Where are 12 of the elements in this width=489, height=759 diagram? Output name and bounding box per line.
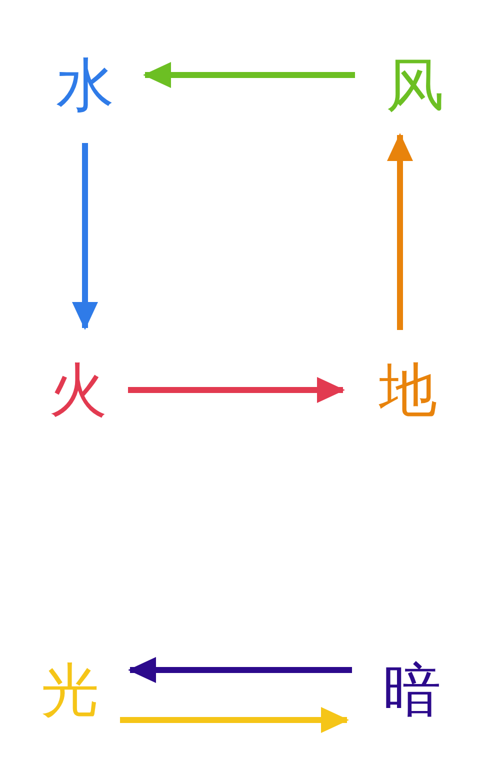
character-label: 火 <box>49 361 107 419</box>
arrow <box>387 133 413 330</box>
character-label: 暗 <box>383 661 441 719</box>
arrow <box>72 143 98 330</box>
character-label: 地 <box>379 361 437 419</box>
character-label: 光 <box>41 661 99 719</box>
arrow <box>143 62 355 88</box>
character-label: 水 <box>56 56 114 114</box>
character-label: 风 <box>386 56 444 114</box>
arrow <box>128 377 345 403</box>
arrow <box>120 707 349 733</box>
arrow <box>128 657 352 683</box>
